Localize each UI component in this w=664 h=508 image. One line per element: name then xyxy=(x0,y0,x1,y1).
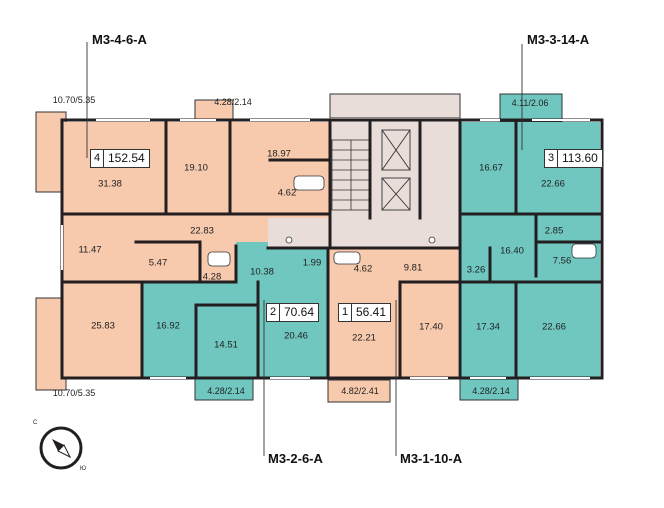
apt-number: 4 xyxy=(91,150,104,167)
room-area: 31.38 xyxy=(98,178,122,190)
room-area: 10.38 xyxy=(250,266,274,278)
room-area: 4.28 xyxy=(202,271,222,283)
room-area: 1.99 xyxy=(302,257,322,269)
apt-number: 1 xyxy=(339,304,352,321)
apt-number: 3 xyxy=(545,150,558,167)
room-area: 4.62 xyxy=(353,263,373,275)
compass-south: Ю xyxy=(80,466,87,472)
balcony-bottom-2 xyxy=(327,379,391,403)
room-area: 11.47 xyxy=(78,244,102,256)
code-bottom-mid: М3-2-6-А xyxy=(268,451,323,466)
room-area: 22.21 xyxy=(352,332,376,344)
apt-area: 56.41 xyxy=(356,305,387,319)
core-top xyxy=(329,93,461,119)
leader-lines xyxy=(86,42,523,456)
balcony-area: 10.70/5.35 xyxy=(52,95,96,105)
code-top-left: М3-4-6-А xyxy=(92,32,147,47)
room-area: 18.97 xyxy=(267,148,291,160)
apt4-lower-area xyxy=(62,282,142,377)
apt-area: 152.54 xyxy=(108,151,145,165)
compass-icon xyxy=(38,425,84,471)
code-bottom-right: М3-1-10-А xyxy=(400,451,463,466)
apt-number: 2 xyxy=(267,304,280,321)
door-marker xyxy=(285,236,436,244)
room-area: 16.67 xyxy=(479,162,503,174)
balcony-area: 4.28/2.14 xyxy=(214,97,252,107)
room-area: 19.10 xyxy=(184,162,208,174)
room-area: 7.56 xyxy=(552,255,572,267)
corridor xyxy=(268,218,460,248)
balcony-top-right xyxy=(499,93,563,123)
room-area: 25.83 xyxy=(91,320,115,332)
compass-north: С xyxy=(33,420,38,426)
balcony-area: 4.11/2.06 xyxy=(511,98,549,108)
apt-area: 70.64 xyxy=(284,305,315,319)
room-area: 5.47 xyxy=(148,257,168,269)
room-area: 17.34 xyxy=(476,321,500,333)
apt-tag-3: 3 113.60 xyxy=(544,149,603,168)
balcony-area: 4.28/2.14 xyxy=(207,386,245,396)
apt-tag-4: 4 152.54 xyxy=(90,149,150,168)
room-area: 22.66 xyxy=(542,321,566,333)
apt2-area xyxy=(142,282,328,377)
room-area: 2.85 xyxy=(544,225,564,237)
room-area: 22.66 xyxy=(541,178,565,190)
balcony-area: 4.28/2.14 xyxy=(472,386,510,396)
windows xyxy=(61,119,590,379)
room-area: 20.46 xyxy=(284,330,308,342)
code-top-right: М3-3-14-А xyxy=(527,32,590,47)
balcony-area: 4.82/2.41 xyxy=(341,386,379,396)
room-area: 4.62 xyxy=(277,187,297,199)
room-area: 16.40 xyxy=(500,245,524,257)
room-area: 14.51 xyxy=(214,339,238,351)
elevator-icon xyxy=(381,129,411,211)
room-area: 9.81 xyxy=(403,262,423,274)
balcony-area: 10.70/5.35 xyxy=(52,388,96,398)
bathtub-icon xyxy=(207,175,597,267)
room-area: 16.92 xyxy=(156,320,180,332)
room-area: 17.40 xyxy=(419,321,443,333)
room-area: 22.83 xyxy=(190,225,214,237)
apt-area: 113.60 xyxy=(562,151,598,165)
room-area: 3.26 xyxy=(466,264,486,276)
